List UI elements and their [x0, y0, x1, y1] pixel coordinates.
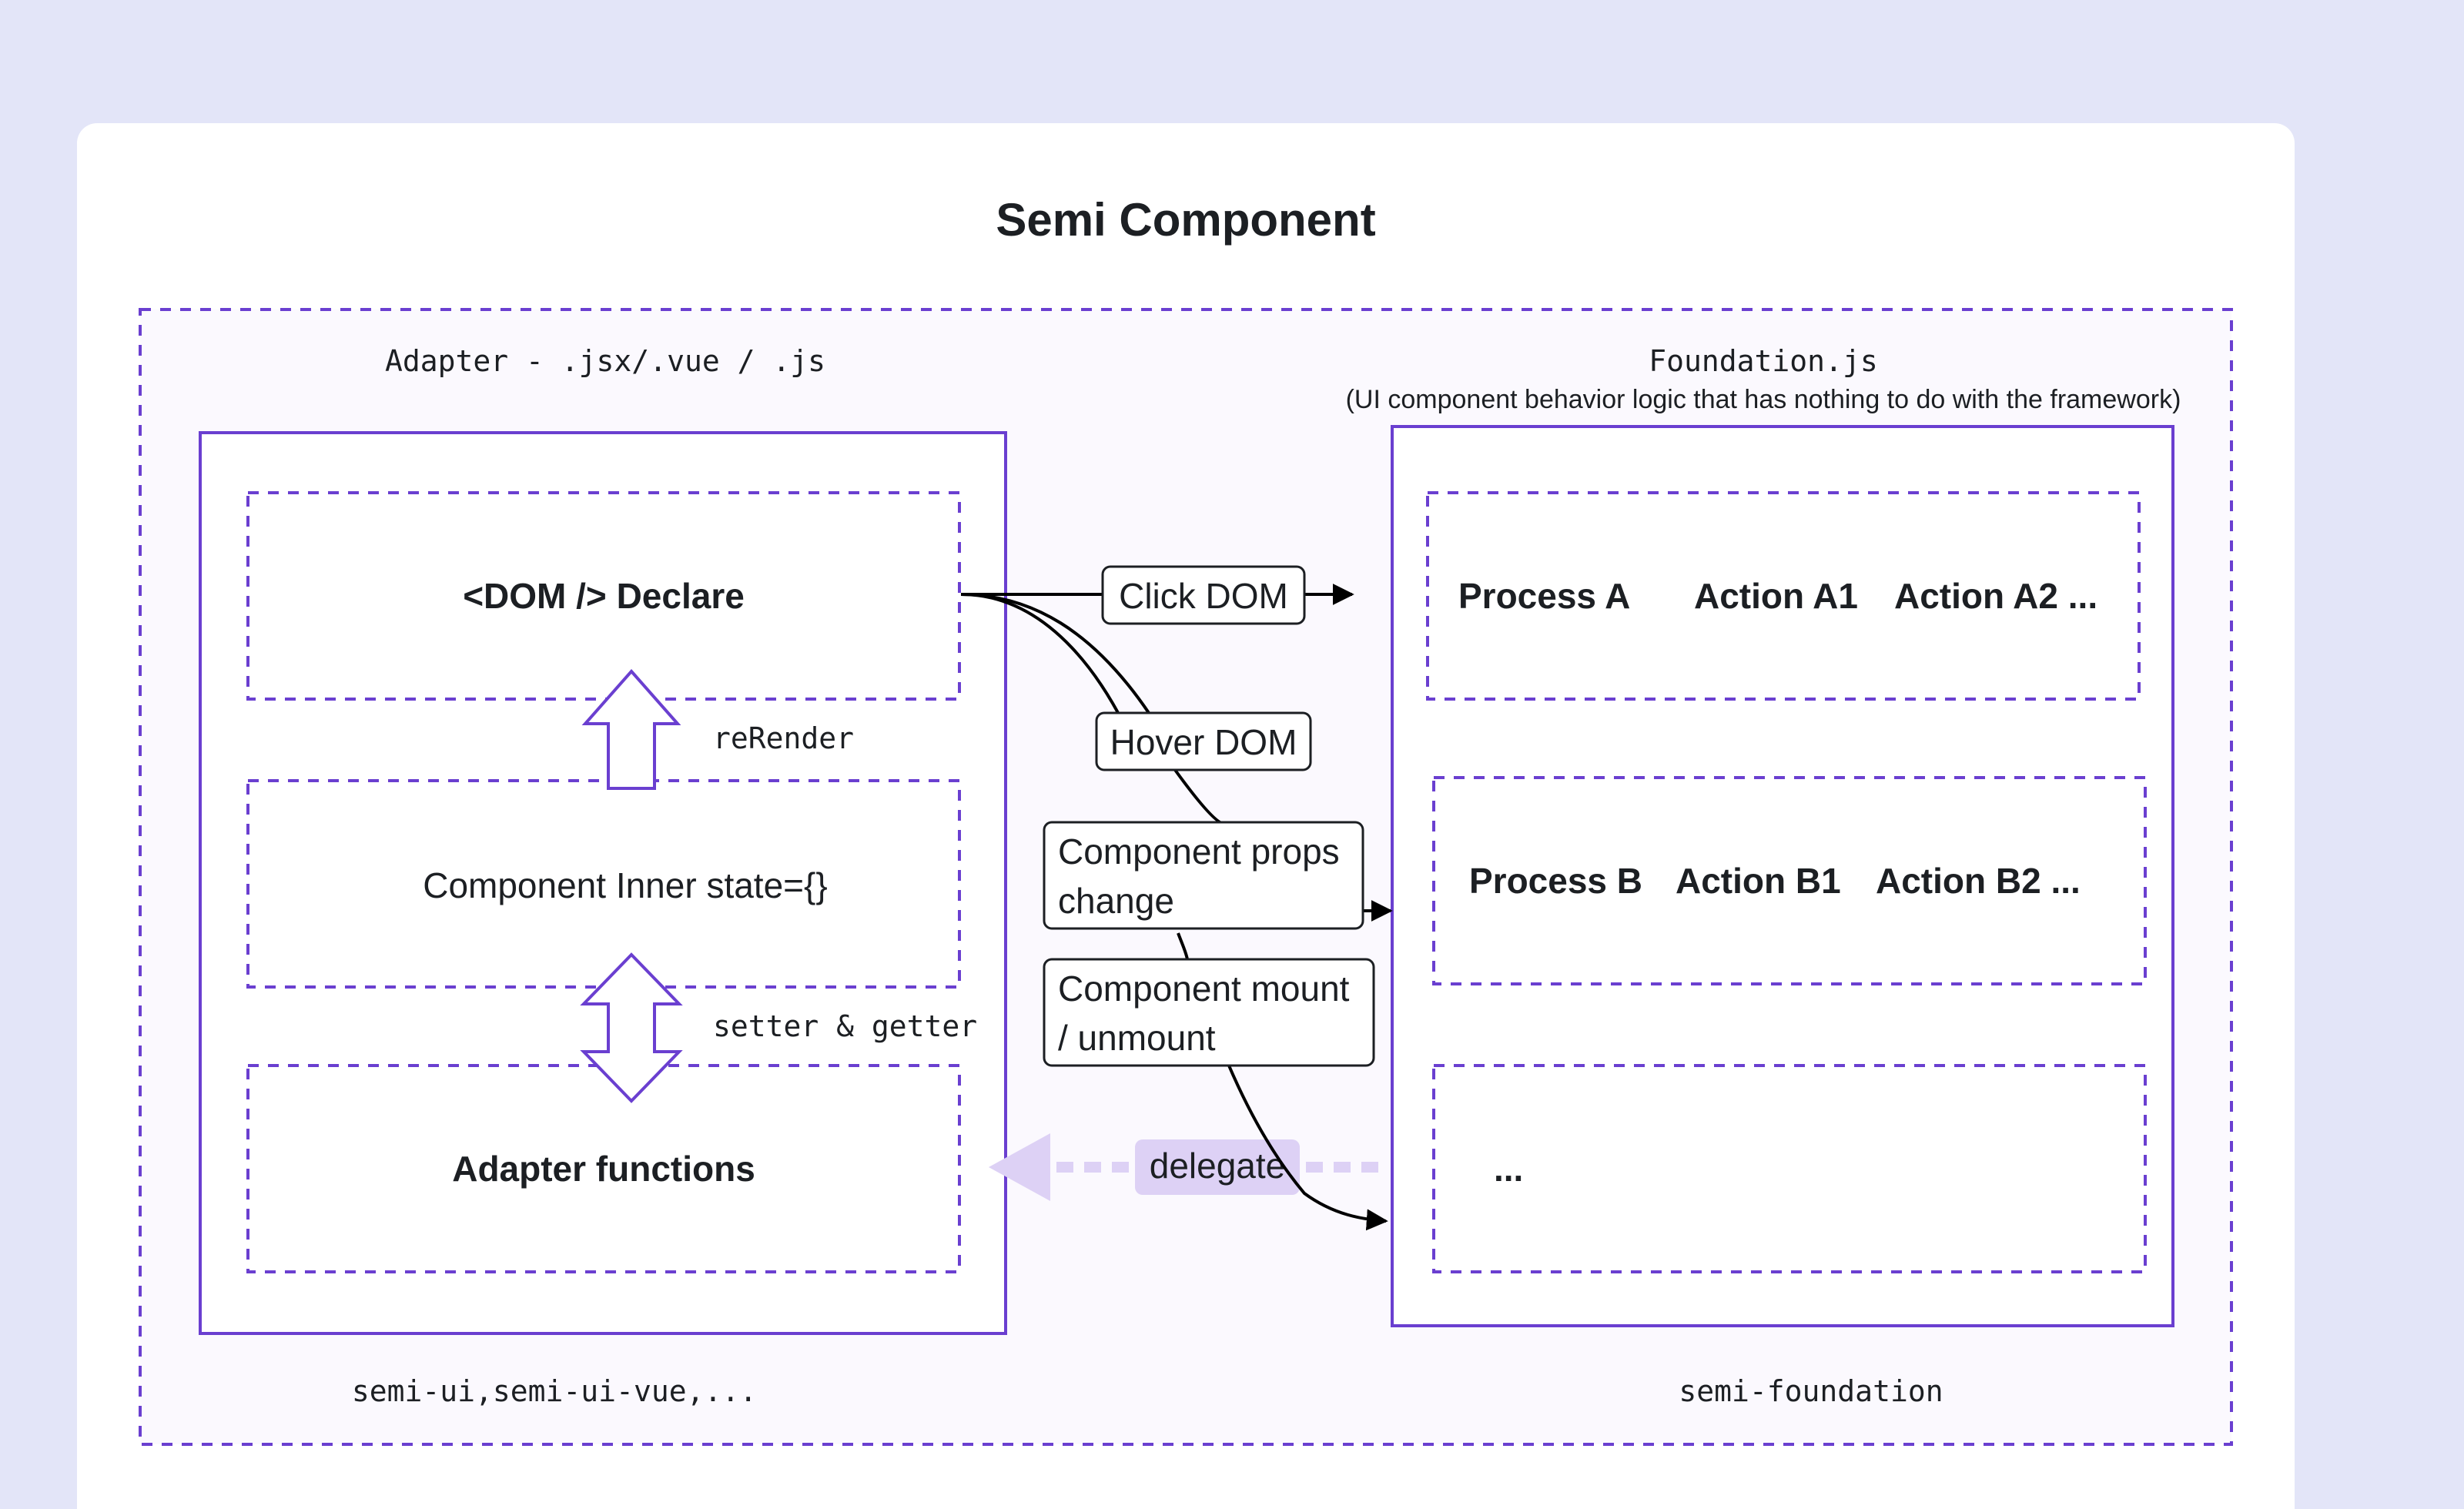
action-a1-label: Action A1 — [1694, 576, 1858, 616]
rerender-label: reRender — [713, 721, 854, 755]
hover-dom-box — [1095, 711, 1312, 771]
process-a-box — [1426, 491, 2141, 701]
delegate-badge — [1135, 1139, 1300, 1195]
adapter-footer: semi-ui,semi-ui-vue,... — [352, 1374, 757, 1408]
process-a-label: Process A — [1458, 576, 1630, 616]
inner-state-box — [246, 779, 961, 989]
dom-declare-box — [246, 491, 961, 701]
mount-unmount-box — [1043, 958, 1375, 1067]
adapter-functions-box — [246, 1064, 961, 1273]
action-b2-label: Action B2 ... — [1876, 861, 2081, 901]
rerender-arrow-icon — [581, 668, 681, 790]
process-b-box — [1432, 776, 2147, 985]
dom-declare-label: <DOM /> Declare — [463, 576, 745, 616]
foundation-footer: semi-foundation — [1679, 1374, 1943, 1408]
setter-getter-arrow-icon — [580, 952, 683, 1103]
click-dom-box — [1101, 565, 1306, 625]
action-a2-label: Action A2 ... — [1894, 576, 2097, 616]
diagram-title: Semi Component — [996, 194, 1375, 246]
process-more-label: ... — [1494, 1149, 1523, 1189]
foundation-header: Foundation.js — [1649, 344, 1877, 378]
props-change-line2: change — [1058, 881, 1174, 921]
mount-connector — [1177, 932, 1189, 960]
props-change-box — [1043, 821, 1364, 930]
click-dom-label: Click DOM — [1119, 576, 1288, 616]
adapter-header: Adapter - .jsx/.vue / .js — [385, 344, 825, 378]
delegate-label: delegate — [1150, 1146, 1286, 1186]
foundation-subheader: (UI component behavior logic that has no… — [1346, 385, 2181, 414]
action-b1-label: Action B1 — [1676, 861, 1841, 901]
process-b-label: Process B — [1469, 861, 1642, 901]
props-change-line1: Component props — [1058, 831, 1340, 872]
inner-state-label: Component Inner state={} — [423, 865, 828, 905]
mount-connector-out — [1227, 1065, 1388, 1231]
hover-dom-label: Hover DOM — [1110, 722, 1297, 762]
delegate-arrowhead-icon — [989, 1133, 1050, 1201]
mount-unmount-line1: Component mount — [1058, 969, 1350, 1009]
process-more-box — [1432, 1064, 2147, 1273]
setter-getter-label: setter & getter — [713, 1009, 977, 1043]
mount-unmount-line2: / unmount — [1058, 1018, 1216, 1058]
adapter-functions-label: Adapter functions — [452, 1149, 755, 1189]
